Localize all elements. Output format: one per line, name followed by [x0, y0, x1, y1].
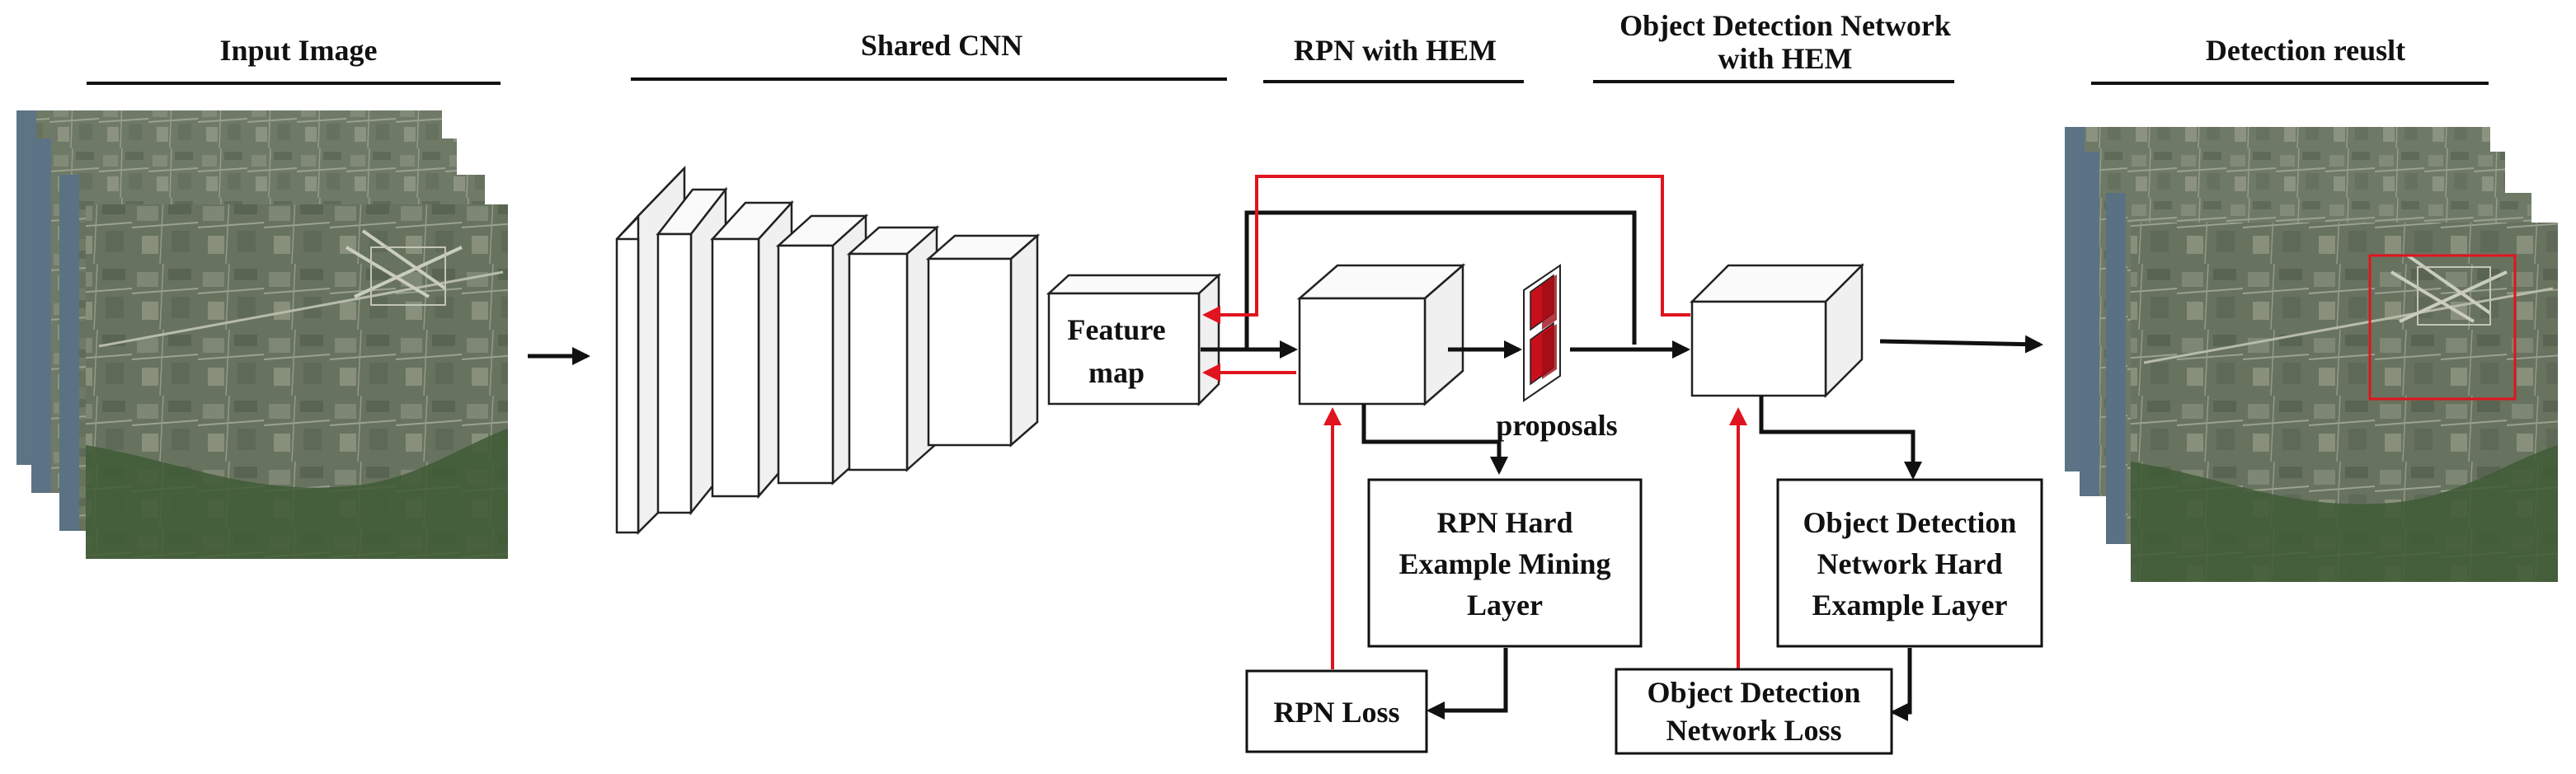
- arrow-rpn-to-hem: [1361, 404, 1508, 475]
- object-detection-network-block: [1689, 262, 1865, 399]
- rpn-block: [1296, 263, 1466, 406]
- header-shared-cnn: Shared CNN: [631, 29, 1227, 81]
- rpn-hem-line1: RPN Hard: [1437, 506, 1573, 539]
- input-image-stack: [16, 110, 508, 559]
- arrow-feature-bypass: [1244, 210, 1637, 349]
- od-loss-line1: Object Detection: [1648, 676, 1861, 709]
- satellite-image-front: [86, 204, 508, 559]
- header-detection-result: Detection reuslt: [2091, 34, 2489, 85]
- rpn-hem-line3: Layer: [1467, 589, 1543, 622]
- header-detection-result-text: Detection reuslt: [2206, 34, 2405, 67]
- satellite-image-front: [2131, 223, 2558, 582]
- od-loss-line2: Network Loss: [1666, 714, 1842, 747]
- od-network-hard-example-layer: Object Detection Network Hard Example La…: [1776, 478, 2043, 648]
- cnn-layer: [925, 233, 1041, 448]
- od-hard-line2: Network Hard: [1817, 547, 2003, 580]
- rpn-hard-example-mining-layer: RPN Hard Example Mining Layer: [1367, 478, 1643, 648]
- detection-bounding-box: [2368, 254, 2517, 401]
- header-odn-line1: Object Detection Network: [1619, 9, 1951, 42]
- arrow-hard-layer-to-odn-loss: [1890, 648, 1912, 721]
- header-input-image: Input Image: [87, 34, 501, 85]
- header-shared-cnn-text: Shared CNN: [861, 29, 1022, 62]
- rpn-loss-box: RPN Loss: [1245, 669, 1428, 753]
- rpn-loss-label: RPN Loss: [1273, 696, 1399, 729]
- proposals-icon: [1523, 264, 1561, 402]
- header-input-image-text: Input Image: [219, 34, 377, 67]
- arrow-hem-to-rpn-loss: [1427, 648, 1508, 720]
- arrow-odn-to-hard-layer: [1759, 396, 1922, 480]
- cnn-layer: [846, 225, 940, 472]
- detection-result-stack: [2065, 127, 2558, 582]
- header-rpn-with-hem: RPN with HEM: [1263, 34, 1524, 83]
- rpn-hem-line2: Example Mining: [1398, 547, 1610, 580]
- feature-map-block: Feature map: [1046, 273, 1222, 407]
- header-rpn-with-hem-text: RPN with HEM: [1294, 34, 1497, 67]
- arrow-odn-to-result: [1879, 335, 2043, 354]
- feature-map-label-line2: map: [1088, 356, 1145, 389]
- header-object-detection-network: Object Detection Network with HEM: [1593, 9, 1954, 83]
- feature-map-label-line1: Feature: [1067, 313, 1165, 346]
- shared-cnn-layers: [615, 165, 1041, 536]
- header-odn-line2: with HEM: [1718, 42, 1852, 75]
- proposals-label: proposals: [1496, 409, 1617, 442]
- od-hard-line3: Example Layer: [1812, 589, 2008, 622]
- od-network-loss-box: Object Detection Network Loss: [1615, 668, 1893, 755]
- od-hard-line1: Object Detection: [1803, 506, 2017, 539]
- forward-arrows: [1201, 210, 2043, 721]
- backprop-arrows: [1202, 175, 1747, 669]
- red-arrow-odn-to-feature: [1202, 175, 1690, 324]
